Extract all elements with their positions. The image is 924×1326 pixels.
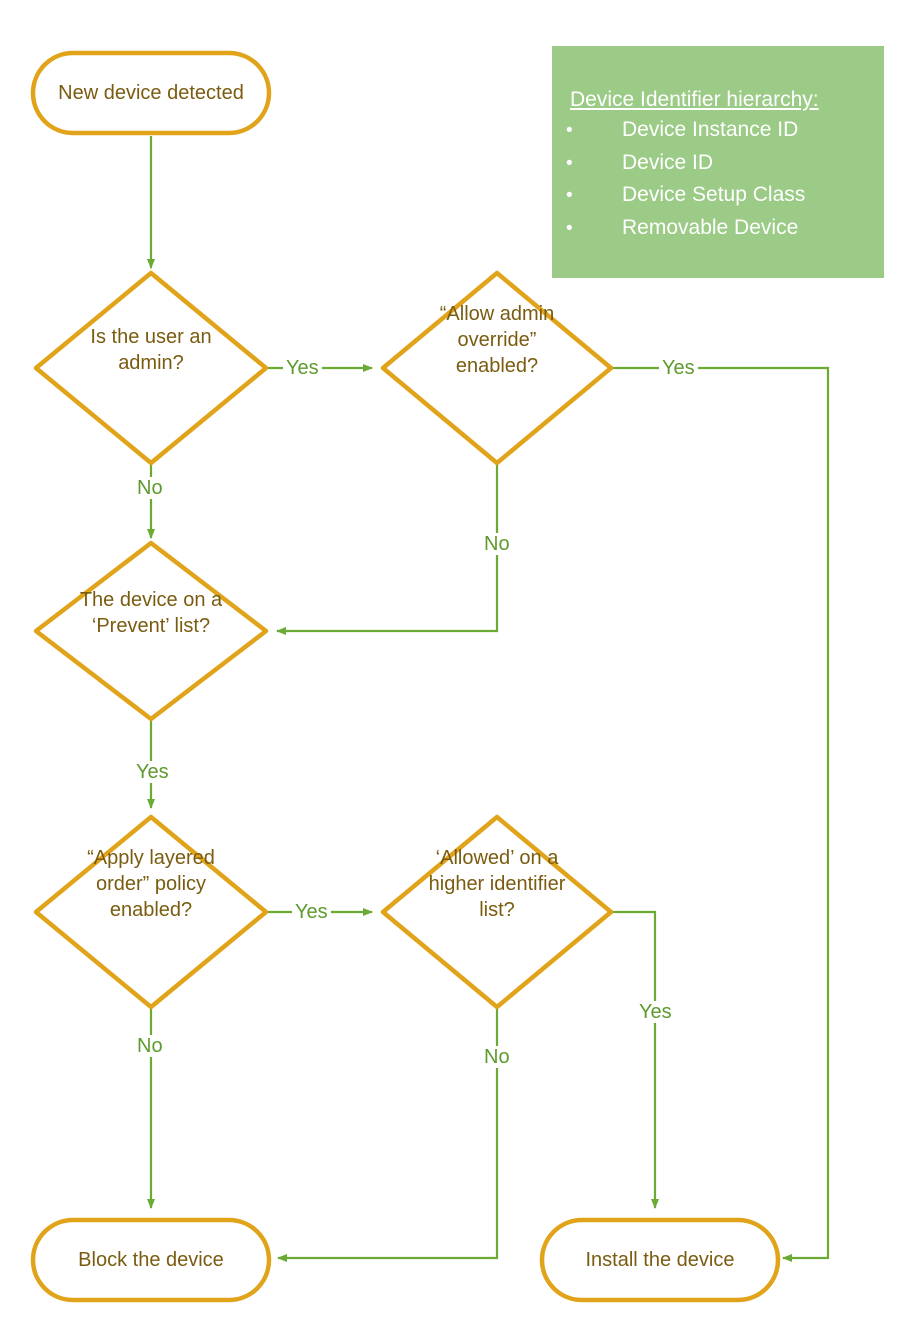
edge-allowed-higher-no: [277, 1002, 499, 1262]
edge-label-layered-order-yes: Yes: [292, 901, 331, 923]
legend-item-label: Removable Device: [622, 215, 799, 239]
bullet-icon: •: [566, 217, 573, 239]
edge-label-is-admin-no: No: [134, 477, 166, 499]
edge-label-admin-override-yes: Yes: [659, 357, 698, 379]
legend-box: Device Identifier hierarchy: • Device In…: [552, 46, 884, 278]
node-shape-allowed-higher: [380, 814, 614, 1010]
legend-title: Device Identifier hierarchy:: [570, 88, 819, 111]
legend-item: • Device Instance ID: [566, 114, 884, 147]
legend-item-label: Device ID: [622, 150, 714, 174]
edge-label-admin-override-no: No: [481, 533, 513, 555]
edge-admin-override-no: [276, 458, 499, 635]
node-shape-prevent-list: [33, 540, 269, 722]
legend-item-label: Device Instance ID: [622, 118, 799, 141]
edge-label-allowed-higher-no: No: [481, 1046, 513, 1068]
legend-item: • Removable Device: [566, 212, 884, 245]
bullet-icon: •: [566, 120, 573, 141]
edge-admin-override-yes: [611, 366, 830, 1262]
node-shape-admin-override: [380, 270, 614, 466]
node-shape-layered-order: [33, 814, 269, 1010]
edge-label-layered-order-no: No: [134, 1035, 166, 1057]
edge-allowed-higher-yes: [611, 910, 659, 1209]
node-shape-block: [30, 1217, 272, 1303]
legend-list: • Device Instance ID • Device ID • Devic…: [566, 114, 884, 244]
bullet-icon: •: [566, 152, 573, 174]
legend-item: • Device ID: [566, 147, 884, 180]
bullet-icon: •: [566, 185, 573, 206]
legend-item-label: Device Setup Class: [622, 183, 806, 206]
node-shape-install: [539, 1217, 781, 1303]
node-shape-start: [30, 50, 272, 136]
edge-label-is-admin-yes: Yes: [283, 357, 322, 379]
node-shape-is-admin: [33, 270, 269, 466]
edge-label-prevent-list-yes: Yes: [133, 761, 172, 783]
edge-label-allowed-higher-yes: Yes: [636, 1001, 675, 1023]
legend-item: • Device Setup Class: [566, 179, 884, 212]
